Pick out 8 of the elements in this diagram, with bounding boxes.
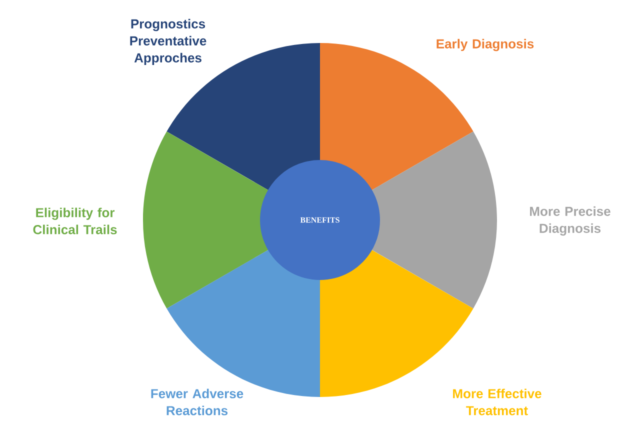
slice-label: Prognostics Preventative Approches — [130, 18, 206, 66]
slice-label: Early Diagnosis — [436, 38, 534, 52]
slice-label: More Precise Diagnosis — [530, 206, 610, 236]
slice-label: More Effective Treatment — [453, 388, 542, 416]
slice-label: Fewer Adverse Reactions — [151, 388, 244, 416]
pie-slice — [372, 132, 497, 308]
slice-label: Eligibility for Clinical Trails — [33, 208, 117, 234]
pie-slice — [143, 132, 268, 308]
